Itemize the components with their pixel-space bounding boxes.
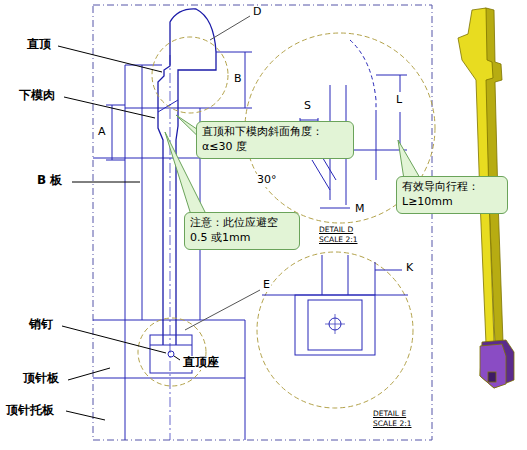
pin [168, 351, 174, 357]
angle-label: 30° [256, 174, 278, 187]
callout-note: 直顶和下模肉斜面角度：α≤30 度 [196, 121, 354, 159]
ejector-plate-bottom [93, 378, 245, 379]
dimension-letter: B [233, 73, 243, 86]
part-name: B 板 [36, 174, 63, 188]
leader [68, 368, 110, 380]
dimension-letter: A [97, 126, 107, 139]
leader [174, 356, 180, 360]
lifter-seat-3d [488, 372, 496, 382]
detail-letter: E [262, 279, 271, 292]
dimension-line [216, 52, 252, 53]
dimension-line [375, 262, 376, 295]
leader [62, 326, 166, 353]
lifter-seat-3d [480, 340, 514, 388]
dimension-letter: K [405, 262, 414, 275]
leader [64, 97, 155, 118]
detail-seat [295, 295, 375, 355]
leader [210, 16, 250, 40]
dimension-line [106, 160, 125, 161]
ejector-plate-top [93, 320, 245, 321]
part-name: 直顶座 [182, 356, 220, 370]
leader [66, 411, 105, 420]
dimension-letter: S [303, 100, 312, 113]
lifter-seat-3d [480, 344, 506, 388]
drawing-frame [93, 5, 432, 440]
detail-pin [335, 314, 336, 334]
part-name: 销钉 [28, 318, 54, 332]
detail-lifter [376, 110, 377, 180]
center-line [170, 55, 171, 440]
core-top [125, 108, 200, 109]
callout-note: 注意：此位应避空 0.5 或1mm [184, 212, 300, 250]
lifter-seat [150, 345, 192, 346]
dimension-line [320, 208, 330, 209]
note-text: 直顶和下模肉斜面角度：α≤30 度 [202, 125, 348, 155]
lifter [158, 9, 216, 345]
detail-caption: DETAIL E [372, 410, 407, 419]
detail-caption: DETAIL D [318, 226, 354, 235]
lifter-head-hidden [350, 40, 376, 110]
dimension-line [330, 208, 350, 209]
note-text: 注意：此位应避空 0.5 或1mm [190, 216, 294, 246]
dimension-line [245, 52, 246, 108]
detail-caption: SCALE 2:1 [318, 236, 359, 245]
core-line [142, 65, 143, 320]
leader [58, 46, 162, 72]
note-text: 有效导向行程：L≥10mm [402, 180, 502, 210]
part-name: 顶针托板 [5, 404, 55, 418]
callout-note: 有效导向行程：L≥10mm [396, 176, 508, 214]
detail-seat [308, 300, 362, 350]
dimension-line [106, 105, 125, 106]
dimension-line [375, 270, 402, 271]
part-name: 顶针板 [22, 372, 60, 386]
leader [72, 182, 140, 183]
part-name: 下模肉 [18, 89, 56, 103]
detail-caption: SCALE 2:1 [372, 420, 413, 429]
detail-e-marker [138, 318, 206, 386]
plate-edge [245, 320, 246, 440]
detail-d-marker [152, 37, 228, 113]
leader [185, 290, 260, 330]
dimension-line [400, 75, 401, 92]
dimension-line [112, 105, 113, 160]
dimension-line [376, 75, 407, 76]
detail-e-circle [257, 252, 413, 408]
dimension-letter: M [354, 203, 366, 216]
core-line [125, 65, 126, 440]
detail-lifter [322, 255, 323, 295]
part-name: 直顶 [26, 38, 52, 52]
detail-lifter [348, 255, 349, 295]
slope-line [312, 160, 330, 190]
dimension-letter: L [395, 94, 403, 107]
detail-letter: D [252, 6, 262, 19]
